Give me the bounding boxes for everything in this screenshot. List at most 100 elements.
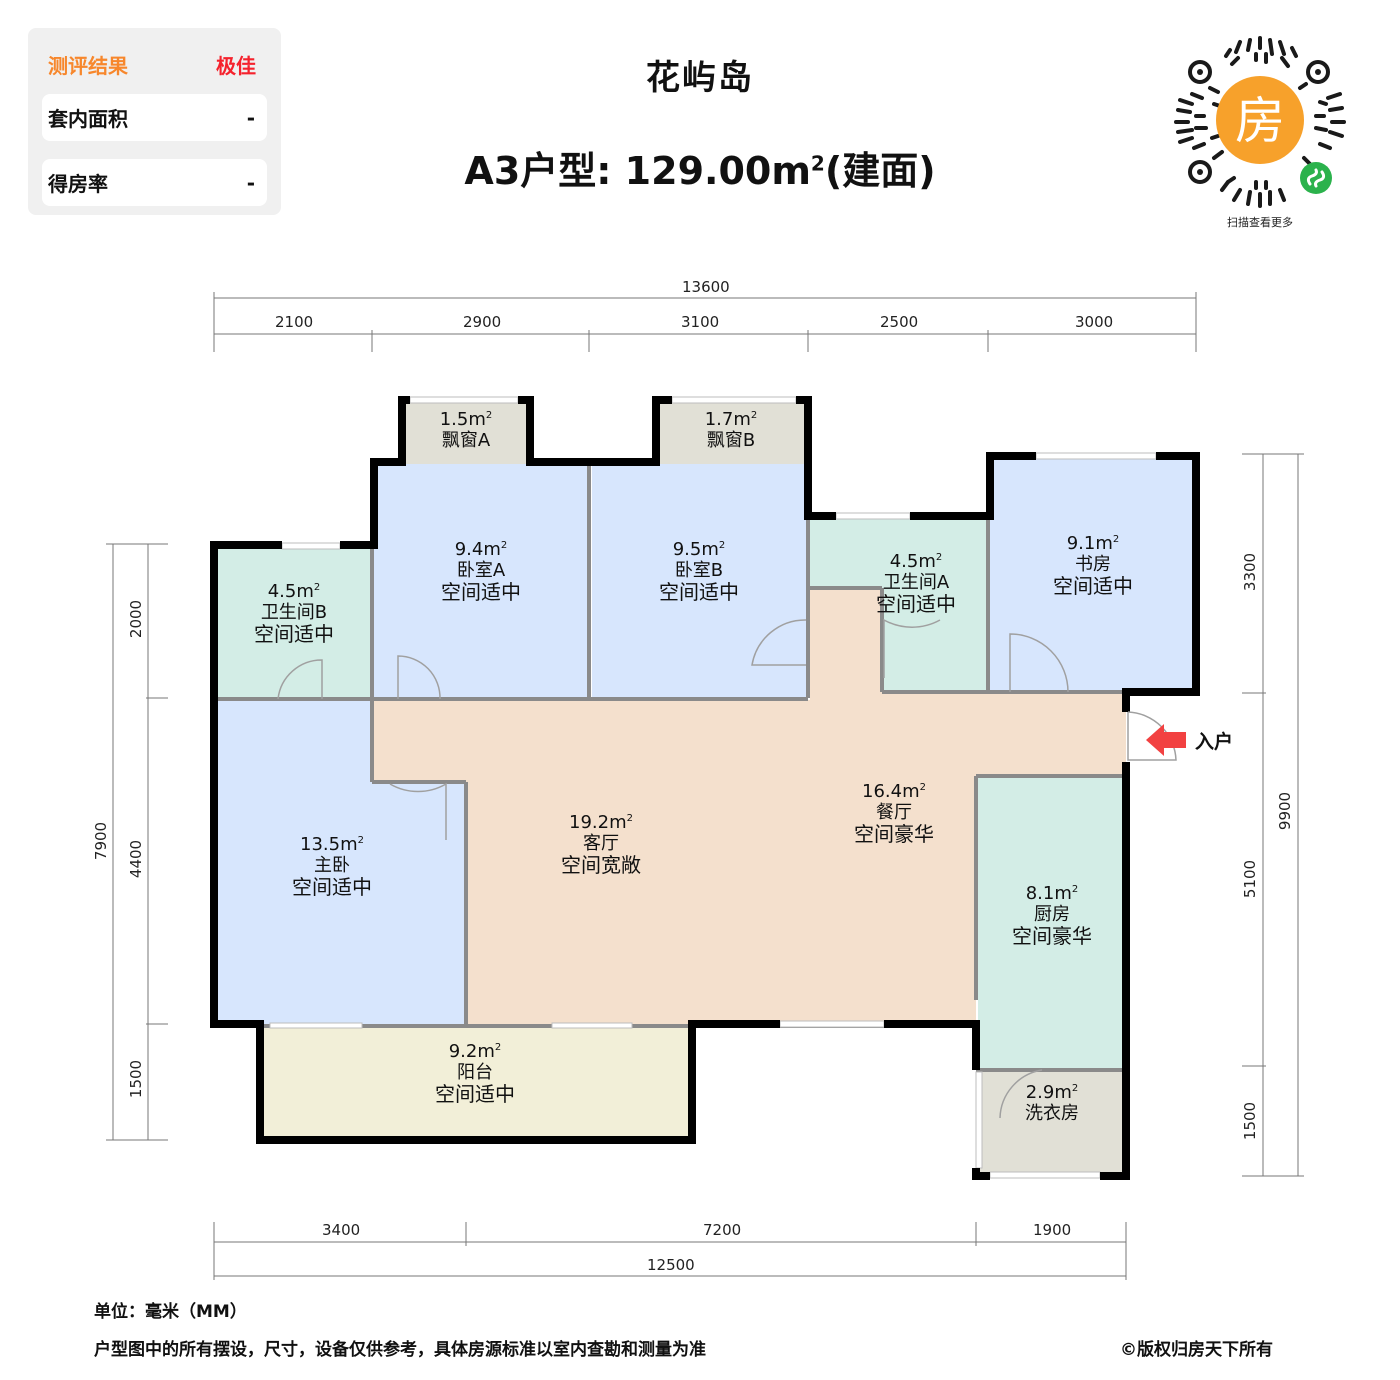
room-bedroom-b[interactable]: 9.5m2 卧室B 空间适中 <box>659 539 739 605</box>
room-name: 洗衣房 <box>1025 1102 1079 1124</box>
room-bay-window-b[interactable]: 1.7m2 飘窗B <box>704 409 758 451</box>
unit-type-suffix: (建面) <box>824 149 936 193</box>
disclaimer: 户型图中的所有摆设，尺寸，设备仅供参考，具体房源标准以室内查勘和测量为准 <box>94 1340 706 1360</box>
room-rating: 空间适中 <box>659 580 739 605</box>
bathroom-b-fill <box>216 548 372 699</box>
room-area: 13.5m <box>300 834 358 855</box>
dim-right-total: 9900 <box>1276 791 1295 831</box>
room-bay-window-a[interactable]: 1.5m2 飘窗A <box>439 409 493 451</box>
room-rating: 空间豪华 <box>1012 924 1092 949</box>
room-name: 主卧 <box>314 854 350 876</box>
dim-left-seg-2: 4400 <box>127 839 146 879</box>
room-fills <box>216 402 1196 1174</box>
bay-window-a-fill <box>404 402 528 464</box>
inner-area-label: 套内面积 <box>48 107 128 131</box>
evaluation-header: 测评结果 极佳 <box>48 50 256 78</box>
area-unit-sup: 2 <box>494 1042 502 1053</box>
inner-area-value: - <box>246 105 255 130</box>
area-unit-sup: 2 <box>626 813 633 824</box>
room-area: 1.7m <box>704 409 751 430</box>
dim-right-seg-1: 3300 <box>1241 552 1260 592</box>
dim-right-seg-2: 5100 <box>1241 859 1260 899</box>
room-area: 19.2m <box>569 812 627 833</box>
living-dining-fill <box>374 700 1126 1024</box>
room-rating: 空间适中 <box>1053 574 1133 599</box>
room-bathroom-a[interactable]: 4.5m2 卫生间A 空间适中 <box>876 551 956 617</box>
dim-top-seg-2: 2900 <box>463 313 502 331</box>
room-area: 16.4m <box>862 781 920 802</box>
room-area: 9.1m <box>1066 533 1113 554</box>
unit-type-text: A3户型: 129.00m <box>464 149 811 193</box>
living-upper-fill <box>810 588 1126 700</box>
room-laundry[interactable]: 2.9m2 洗衣房 <box>1025 1082 1079 1124</box>
room-name: 卧室A <box>456 559 506 581</box>
room-rating: 空间宽敞 <box>561 853 641 878</box>
dim-left-seg-3: 1500 <box>127 1059 146 1099</box>
area-unit-sup: 2 <box>1112 534 1120 545</box>
room-area: 9.4m <box>454 539 501 560</box>
room-name: 卫生间A <box>882 571 950 593</box>
mini-program-qr-code[interactable]: 房 <box>1170 32 1350 212</box>
room-name: 卫生间B <box>260 601 328 623</box>
dimension-lines <box>106 292 1304 1280</box>
room-rating: 空间适中 <box>254 622 334 647</box>
area-unit-sup: 2 <box>485 410 493 421</box>
qr-logo-circle <box>1216 76 1304 164</box>
dim-left-total: 7900 <box>92 821 111 861</box>
study-fill <box>990 458 1196 692</box>
dim-right-seg-3: 1500 <box>1241 1101 1260 1141</box>
dim-bottom-seg-3: 1900 <box>1033 1221 1072 1239</box>
room-dining-room[interactable]: 16.4m2 餐厅 空间豪华 <box>854 781 934 847</box>
area-unit-sup: 2 <box>718 540 726 551</box>
balcony-fill <box>260 1026 690 1138</box>
dim-top-total: 13600 <box>682 278 730 296</box>
room-bathroom-b[interactable]: 4.5m2 卫生间B 空间适中 <box>254 581 334 647</box>
room-area: 4.5m <box>889 551 936 572</box>
area-unit-sup: 2 <box>935 552 943 563</box>
area-unit-sup: 2 <box>750 410 758 421</box>
efficiency-rate-label: 得房率 <box>48 172 108 196</box>
room-area: 4.5m <box>267 581 314 602</box>
evaluation-title: 测评结果 <box>48 53 128 78</box>
room-name: 卧室B <box>674 559 724 581</box>
efficiency-rate-row: 得房率 - <box>42 159 267 206</box>
exterior-walls <box>210 396 1200 1180</box>
room-rating: 空间适中 <box>292 875 372 900</box>
room-living-room[interactable]: 19.2m2 客厅 空间宽敞 <box>561 812 641 878</box>
laundry-fill <box>978 1070 1122 1174</box>
entry-label: 入户 <box>1195 731 1234 753</box>
qr-pattern-icon <box>1174 36 1346 208</box>
unit-type-title: A3户型: 129.00m2(建面) <box>0 140 1400 195</box>
area-unit-sup: 2 <box>357 835 364 846</box>
evaluation-card: 测评结果 极佳 套内面积 - 得房率 - <box>28 28 281 215</box>
room-area: 1.5m <box>439 409 486 430</box>
dim-top-seg-4: 2500 <box>880 313 919 331</box>
dim-top-seg-1: 2100 <box>275 313 314 331</box>
room-name: 餐厅 <box>876 801 912 823</box>
room-balcony[interactable]: 9.2m2 阳台 空间适中 <box>435 1041 515 1107</box>
room-name: 飘窗B <box>706 429 756 451</box>
room-area: 8.1m <box>1025 883 1072 904</box>
qr-logo-glyph: 房 <box>1235 92 1285 150</box>
door-swings <box>277 618 1177 1119</box>
room-rating: 空间适中 <box>435 1082 515 1107</box>
dim-left-seg-1: 2000 <box>127 599 146 639</box>
area-unit-sup: 2 <box>1071 884 1079 895</box>
area-unit-sup: 2 <box>919 782 926 793</box>
dim-top-seg-5: 3000 <box>1075 313 1114 331</box>
room-bedroom-a[interactable]: 9.4m2 卧室A 空间适中 <box>441 539 521 604</box>
kitchen-fill <box>978 778 1122 1070</box>
room-rating: 空间豪华 <box>854 822 934 847</box>
room-master-bedroom[interactable]: 13.5m2 主卧 空间适中 <box>292 834 372 900</box>
dim-bottom-seg-1: 3400 <box>322 1221 361 1239</box>
room-rating: 空间适中 <box>876 592 956 617</box>
room-name: 厨房 <box>1034 903 1070 925</box>
project-title: 花屿岛 <box>646 58 754 98</box>
evaluation-rating: 极佳 <box>216 53 256 78</box>
room-kitchen[interactable]: 8.1m2 厨房 空间豪华 <box>1012 883 1092 949</box>
dim-bottom-seg-2: 7200 <box>703 1221 742 1239</box>
area-unit-sup: 2 <box>1071 1083 1079 1094</box>
room-name: 客厅 <box>583 832 619 854</box>
room-study[interactable]: 9.1m2 书房 空间适中 <box>1053 533 1133 599</box>
